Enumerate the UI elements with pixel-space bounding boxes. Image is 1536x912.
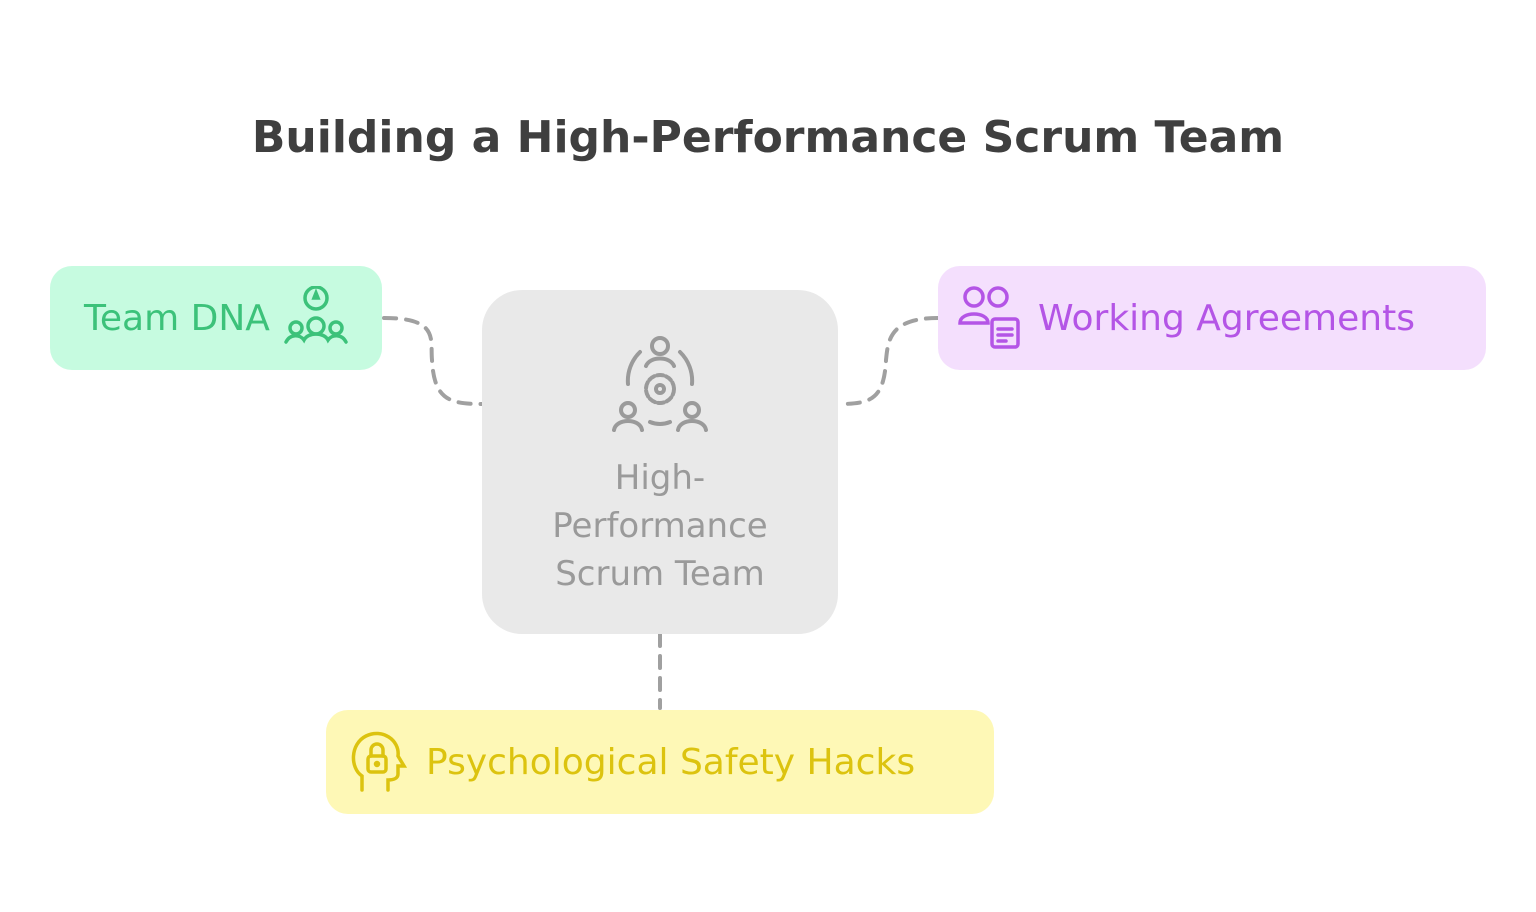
- users-document-icon: [958, 286, 1020, 349]
- center-label-line: Scrum Team: [555, 554, 765, 594]
- psych-safety-label: Psychological Safety Hacks: [426, 741, 916, 783]
- working-agreements-node[interactable]: Working Agreements: [938, 266, 1486, 370]
- team-star-icon: [284, 286, 348, 344]
- team-dna-node[interactable]: Team DNA: [50, 266, 382, 370]
- head-lock-icon: [351, 731, 408, 792]
- center-label-line: High-: [614, 458, 706, 498]
- center-label-line: Performance: [552, 506, 768, 546]
- working-agreements-label: Working Agreements: [1038, 297, 1415, 339]
- center-node[interactable]: High- Performance Scrum Team: [482, 290, 838, 634]
- psych-safety-node[interactable]: Psychological Safety Hacks: [326, 710, 994, 814]
- connector-team-dna: [382, 316, 484, 406]
- diagram-title: Building a High-Performance Scrum Team: [251, 112, 1285, 163]
- team-gear-icon: [612, 336, 708, 432]
- connector-working-agreements: [836, 316, 940, 406]
- team-dna-label: Team DNA: [84, 297, 270, 339]
